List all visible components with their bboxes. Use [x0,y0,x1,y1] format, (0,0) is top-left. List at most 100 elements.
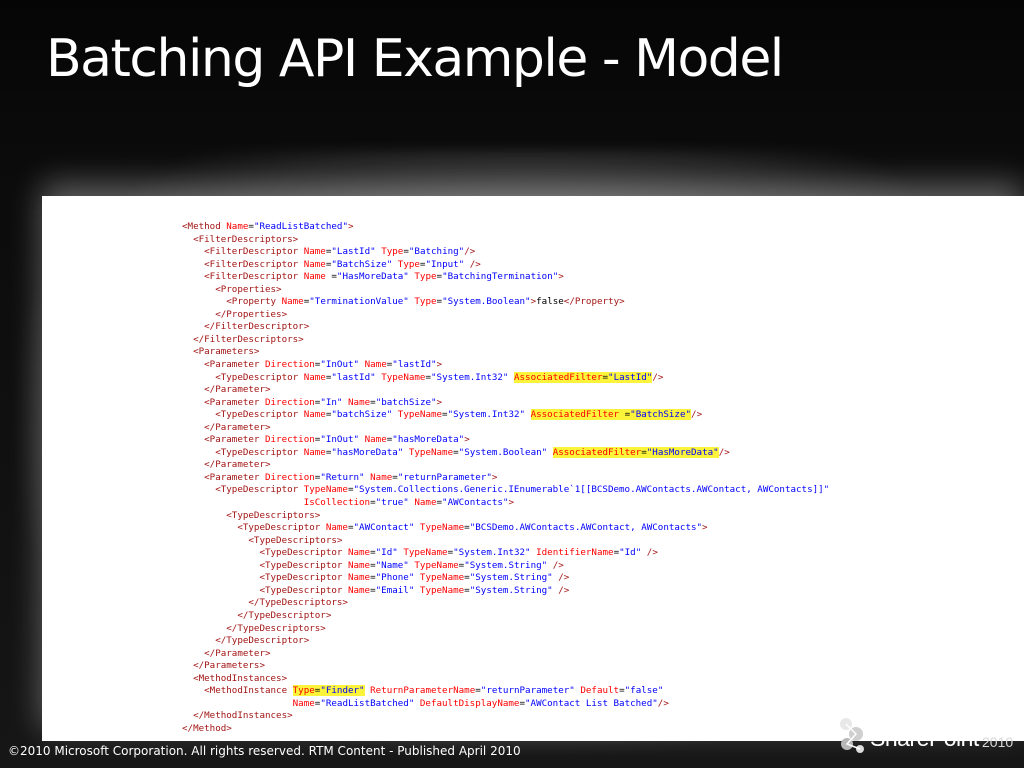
code-token: Direction [264,359,315,371]
code-line: <TypeDescriptor TypeName="System.Collect… [182,484,829,497]
code-token: TypeName [414,522,465,534]
code-line: </MethodInstances> [182,710,829,723]
code-token: = [436,497,443,509]
code-token: </Parameter> [182,459,271,471]
code-token: "System.String" [464,559,548,571]
code-token: "TerminationValue" [309,296,409,308]
code-line: <MethodInstance Type="Finder" ReturnPara… [182,685,829,698]
code-token: "ReadListBatched" [253,221,348,232]
xml-code: <Method Name="ReadListBatched"> <FilterD… [182,221,829,735]
code-token: "Email" [375,584,415,596]
code-token: /> [547,559,564,571]
code-token: /> [652,371,664,383]
code-token: = [419,258,426,270]
code-token: Name [226,221,249,232]
code-token: Name [364,471,393,483]
code-token: <Property [182,296,282,308]
code-token: <Properties> [182,283,282,295]
code-token: <Parameter [182,359,265,371]
code-token: "In" [320,396,343,408]
code-token: = [464,522,470,534]
code-token: Type [408,271,437,283]
code-token: "BatchingTermination" [442,271,559,283]
code-token: AssociatedFilter [513,371,603,383]
code-token: "System.String" [469,584,553,596]
code-token: "System.Collections.Generic.IEnumerable`… [353,484,829,496]
code-line: <MethodInstances> [182,673,829,686]
code-line: </Parameters> [182,660,829,673]
code-token: "AWContact List Batched" [525,697,658,709]
code-token: = [248,221,254,232]
code-line: <TypeDescriptors> [182,510,829,523]
code-token: "hasMoreData" [331,446,404,458]
code-token: <TypeDescriptor [182,371,304,383]
code-token: "Id" [375,547,398,559]
code-token: "System.Int32" [453,547,531,559]
code-line: Name="ReadListBatched" DefaultDisplayNam… [182,698,829,711]
code-token: Name [347,547,371,559]
code-token: /> [657,697,669,709]
code-token: "true" [375,497,409,509]
code-line: <Parameters> [182,346,829,359]
code-line: </TypeDescriptors> [182,623,829,636]
code-line: <TypeDescriptor Name="hasMoreData" TypeN… [182,446,829,460]
code-token: > [530,296,537,308]
code-token: TypeName [303,484,348,496]
code-token: = [436,271,443,283]
code-token: = [370,547,376,559]
code-token: "InOut" [320,434,360,446]
code-token: = [436,296,443,308]
code-token: "BatchSize" [630,409,692,421]
code-token: "AWContacts" [442,497,509,509]
code-token: <TypeDescriptor [182,584,348,596]
code-line: </TypeDescriptor> [182,610,829,623]
code-token: > [702,522,708,534]
code-token: IdentifierName [530,547,614,559]
code-line: <Parameter Direction="In" Name="batchSiz… [182,397,829,410]
logo-year-text: 2010 [982,734,1014,750]
code-token: "HasMoreData" [336,271,409,283]
code-token: = [314,359,321,371]
code-token: <TypeDescriptor [182,547,348,559]
code-line: </Parameter> [182,459,829,472]
code-token: = [442,409,448,421]
code-token: > [348,221,354,232]
code-token: <TypeDescriptor [182,409,304,421]
code-token: Name [359,434,387,446]
code-token: = [370,497,376,509]
code-token: = [370,559,376,571]
code-token: "LastId" [608,371,653,383]
code-token: </Parameters> [182,660,265,672]
sharepoint-logo: Microsoft® SharePoint 2010 [836,712,1016,760]
code-token: = [314,685,321,697]
code-token: Name [342,396,371,408]
code-line: <TypeDescriptor Name="Name" TypeName="Sy… [182,560,829,573]
code-line: <Property Name="TerminationValue" Type="… [182,296,829,309]
code-token: <MethodInstances> [182,672,288,684]
code-token: = [314,396,321,408]
code-token: = [370,572,376,584]
code-token: <TypeDescriptor [182,522,326,534]
code-token: /> [641,547,658,559]
code-token: = [370,584,376,596]
code-token: = [331,271,337,283]
code-token: = [458,559,465,571]
code-line: <TypeDescriptor Name="Email" TypeName="S… [182,585,829,598]
code-token: TypeName [397,547,448,559]
code-token: Name [347,559,371,571]
code-line: <TypeDescriptor Name="batchSize" TypeNam… [182,409,829,422]
code-token: > [558,271,564,283]
code-token: = [613,547,620,559]
code-token: IsCollection [182,497,371,509]
code-token: "LastId" [331,246,376,258]
code-token: = [386,359,393,371]
logo-microsoft-text: Microsoft® [872,716,914,725]
code-token: </FilterDescriptor> [182,321,310,333]
code-token: </TypeDescriptor> [182,635,310,647]
code-token: Default [574,685,620,697]
code-token: AssociatedFilter [552,446,642,458]
code-token: = [447,547,454,559]
code-token: <Method [182,221,227,232]
copyright-footer: ©2010 Microsoft Corporation. All rights … [8,744,521,758]
code-token: Name [303,409,326,421]
